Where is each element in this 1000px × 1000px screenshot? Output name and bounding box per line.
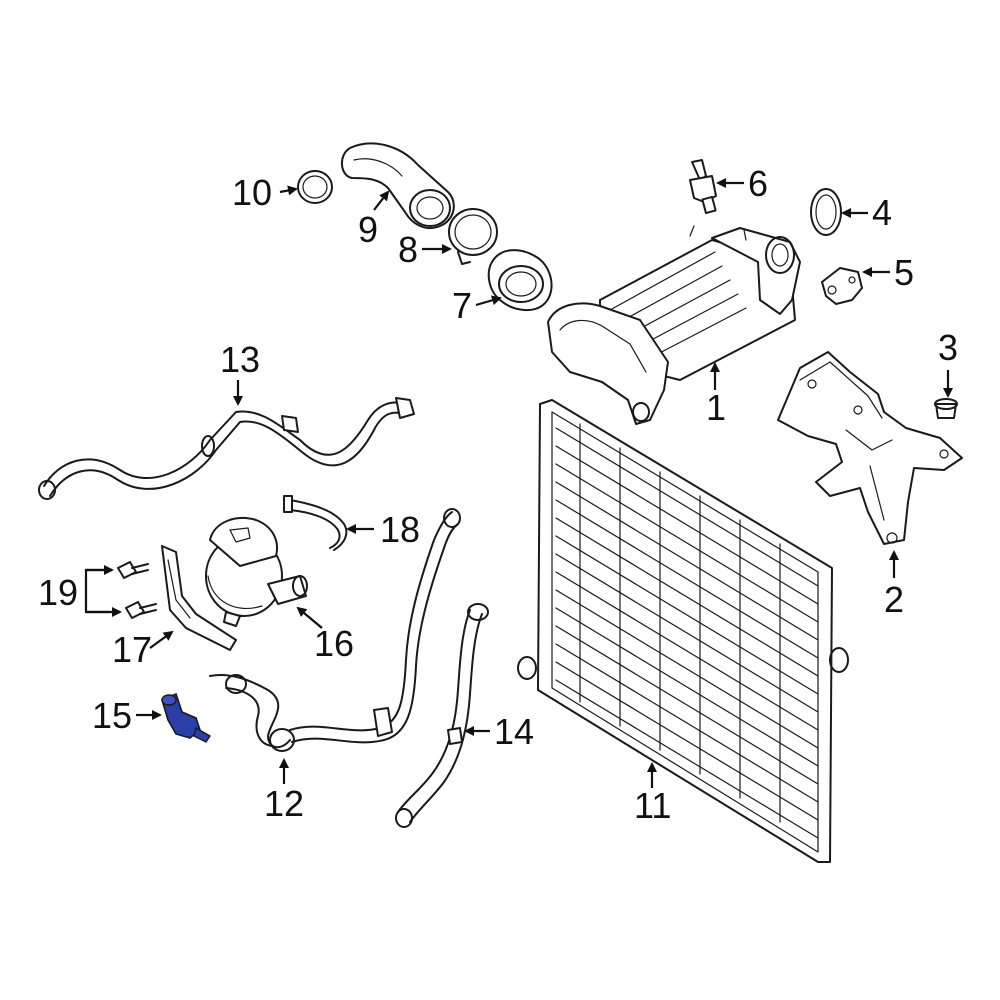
part-16-pump[interactable]	[205, 517, 308, 627]
callout-10: 10	[232, 172, 298, 213]
callout-label-6: 6	[748, 163, 768, 204]
callout-1: 1	[706, 362, 726, 428]
part-7-coupler-hose[interactable]	[487, 249, 553, 311]
part-17-bracket[interactable]	[161, 545, 237, 651]
callout-label-3: 3	[938, 327, 958, 368]
callout-15: 15	[92, 695, 162, 736]
callout-label-9: 9	[358, 209, 378, 250]
callout-label-12: 12	[264, 783, 304, 824]
callout-2: 2	[884, 550, 904, 620]
callout-label-16: 16	[314, 623, 354, 664]
callout-label-15: 15	[92, 695, 132, 736]
callout-label-2: 2	[884, 579, 904, 620]
callout-label-7: 7	[452, 285, 472, 326]
callout-4: 4	[841, 192, 892, 233]
part-6-sensor[interactable]	[689, 159, 717, 215]
callout-label-5: 5	[894, 252, 914, 293]
callout-14: 14	[464, 711, 534, 752]
callout-label-18: 18	[380, 509, 420, 550]
callout-label-4: 4	[872, 192, 892, 233]
part-2-bracket[interactable]	[777, 351, 963, 545]
callout-12: 12	[264, 758, 304, 824]
callout-3: 3	[938, 327, 958, 398]
part-9-intake-pipe[interactable]	[341, 142, 455, 230]
callout-label-11: 11	[634, 785, 671, 826]
callout-label-17: 17	[112, 629, 152, 670]
callout-9: 9	[358, 190, 390, 250]
part-10-o-ring[interactable]	[297, 170, 333, 204]
part-12-hose[interactable]	[209, 508, 461, 752]
callout-6: 6	[716, 163, 768, 204]
part-1-intercooler[interactable]	[547, 225, 801, 425]
callout-8: 8	[398, 229, 452, 270]
callout-7: 7	[452, 285, 502, 326]
callout-19: 19	[38, 565, 122, 617]
part-11-radiator[interactable]	[517, 399, 849, 863]
callout-18: 18	[346, 509, 420, 550]
part-8-clamp[interactable]	[448, 208, 498, 265]
part-14-hose[interactable]	[395, 603, 489, 828]
part-19-bolts[interactable]	[117, 561, 157, 619]
callout-label-19: 19	[38, 572, 78, 613]
callout-13: 13	[220, 339, 260, 406]
callout-5: 5	[862, 252, 914, 293]
part-4-seal[interactable]	[810, 188, 842, 236]
callout-label-14: 14	[494, 711, 534, 752]
part-15-sensor-highlighted[interactable]	[161, 692, 211, 743]
callout-label-10: 10	[232, 172, 272, 213]
callout-label-1: 1	[706, 387, 726, 428]
callout-11: 11	[634, 762, 671, 826]
part-18-clip[interactable]	[283, 495, 348, 551]
part-13-hose[interactable]	[38, 397, 415, 500]
callout-17: 17	[112, 629, 174, 670]
part-5-sensor-bracket[interactable]	[821, 267, 863, 305]
callout-label-8: 8	[398, 229, 418, 270]
part-3-grommet[interactable]	[934, 398, 958, 419]
callout-label-13: 13	[220, 339, 260, 380]
callout-16: 16	[296, 606, 354, 664]
